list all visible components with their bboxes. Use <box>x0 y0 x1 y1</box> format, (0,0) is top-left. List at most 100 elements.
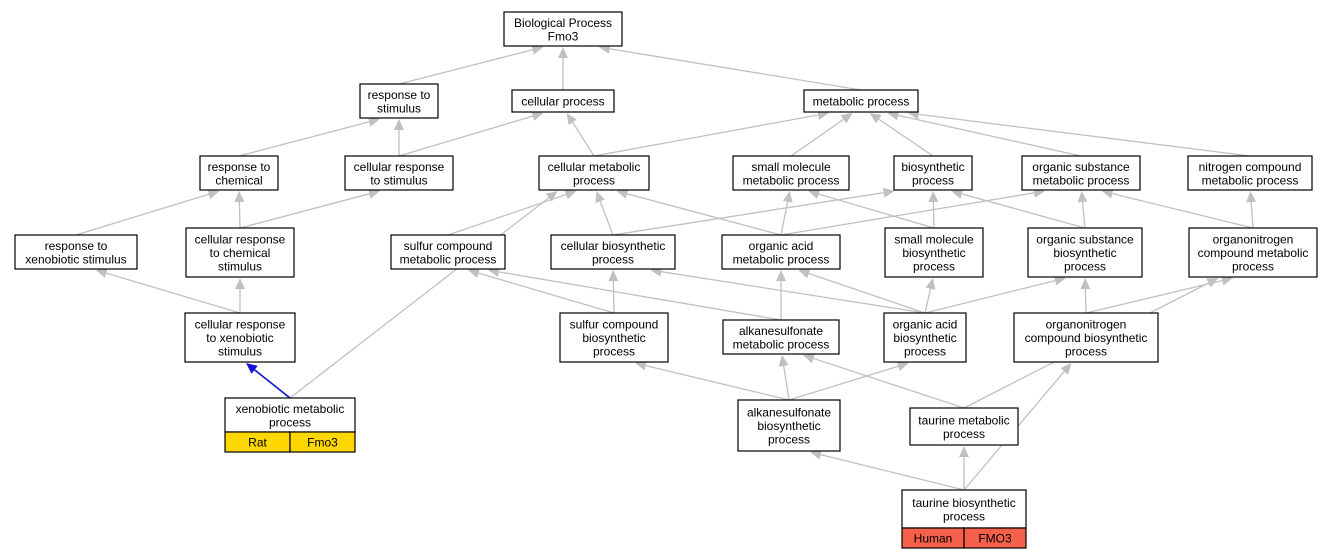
node-label-line: cellular response <box>195 318 286 332</box>
node-box <box>511 89 615 113</box>
edge-resp_xeno-to-resp_chem <box>75 193 210 236</box>
node-label-line: xenobiotic metabolic <box>236 402 345 416</box>
arrowhead-organonitro_met-to-org_sub_met <box>1101 188 1114 199</box>
node-label-line: process <box>904 345 946 359</box>
edge-nitro_met-to-met_proc <box>918 113 1251 157</box>
edge-resp_chem-to-resp_stim <box>238 121 370 157</box>
arrowhead-org_sub_met-to-met_proc <box>887 110 900 121</box>
go-term-node-cell-proc[interactable]: cellular process <box>511 89 615 113</box>
edge-taurine_biosyn-to-alkane_biosyn <box>820 454 965 491</box>
annotation-label: Fmo3 <box>307 436 338 450</box>
edge-cell_biosyn-to-biosyn <box>612 192 884 236</box>
arrowhead-taurine_biosyn-to-taurine_met <box>959 446 969 457</box>
edge-met_proc-to-bp <box>609 48 862 91</box>
annotation-label: Rat <box>248 436 267 450</box>
node-box <box>559 312 669 363</box>
node-label-line: biosynthetic <box>901 160 964 174</box>
annotation-cell <box>289 431 356 453</box>
go-term-node-met-proc[interactable]: metabolic process <box>803 89 919 113</box>
edge-small_mol_biosyn-to-biosyn <box>932 201 935 229</box>
node-label-line: alkanesulfonate <box>747 406 831 420</box>
node-label-line: xenobiotic stimulus <box>25 252 126 266</box>
node-box <box>1188 227 1318 278</box>
node-label-line: compound biosynthetic <box>1025 331 1148 345</box>
node-label-line: biosynthetic <box>902 246 965 260</box>
arrowhead-cell_resp_xeno-to-resp_xeno <box>95 268 108 278</box>
node-label-line: metabolic process <box>1033 173 1130 187</box>
node-label-line: metabolic process <box>400 252 497 266</box>
arrowhead-cell_resp_stim-to-resp_stim <box>394 119 404 130</box>
arrowhead-cell_biosyn-to-cell_met <box>595 191 605 204</box>
node-box <box>359 83 439 119</box>
node-box <box>722 319 840 355</box>
edge-sulfur_biosyn-to-sulfur_met <box>478 272 615 314</box>
node-box <box>538 155 650 191</box>
arrowhead-org_acid_biosyn-to-small_mol_biosyn <box>925 278 936 290</box>
edge-organonitro_biosyn-to-org_sub_biosyn <box>1084 288 1087 314</box>
node-label-line: alkanesulfonate <box>739 324 823 338</box>
node-label-line: process <box>573 173 615 187</box>
edge-org_sub_met-to-met_proc <box>897 114 1082 157</box>
arrowhead-small_mol_met-to-met_proc <box>840 113 853 124</box>
arrowhead-resp_stim-to-bp <box>531 44 544 55</box>
arrowhead-cell_resp_chem-to-cell_resp_stim <box>368 188 380 199</box>
node-label-line: organic acid <box>893 318 958 332</box>
node-label-line: to xenobiotic <box>206 331 273 345</box>
node-label-line: process <box>768 433 810 447</box>
arrowhead-sulfur_biosyn-to-sulfur_met <box>467 268 480 278</box>
edge-org_acid_met-to-small_mol_met <box>780 201 789 236</box>
edge-cell_resp_xeno-to-resp_xeno <box>106 272 241 314</box>
node-box <box>199 155 279 191</box>
node-label-line: stimulus <box>218 345 262 359</box>
node-label-line: taurine biosynthetic <box>912 496 1015 510</box>
arrowhead-org_acid_biosyn-to-org_acid_met <box>798 268 811 279</box>
edge-org_acid_biosyn-to-org_sub_biosyn <box>924 280 1056 314</box>
node-label-line: metabolic process <box>813 95 910 109</box>
edge-alkane_biosyn-to-sulfur_biosyn <box>645 364 790 401</box>
edge-resp_stim-to-bp <box>398 49 533 85</box>
arrowhead-biosyn-to-met_proc <box>869 113 882 124</box>
node-label-line: cellular biosynthetic <box>561 239 666 253</box>
arrowhead-resp_xeno-to-resp_chem <box>207 189 220 200</box>
node-label-line: process <box>1064 260 1106 274</box>
node-box <box>893 155 973 191</box>
edge-alkane_met-to-sulfur_met <box>498 271 782 321</box>
node-label-line: small molecule <box>894 233 974 247</box>
node-label-line: sulfur compound <box>570 318 659 332</box>
arrowhead-cell_met-to-cell_proc <box>566 113 577 125</box>
edge-taurine_met-to-alkane_met <box>813 357 965 409</box>
arrowhead-sulfur_met-to-cell_met <box>564 189 577 200</box>
edge-small_mol_biosyn-to-small_mol_met <box>818 193 935 229</box>
arrowhead-organonitro_biosyn-to-org_sub_biosyn <box>1080 278 1091 290</box>
arrowhead-xeno_met-to-cell_resp_xeno <box>246 363 258 374</box>
node-label-line: stimulus <box>218 260 262 274</box>
